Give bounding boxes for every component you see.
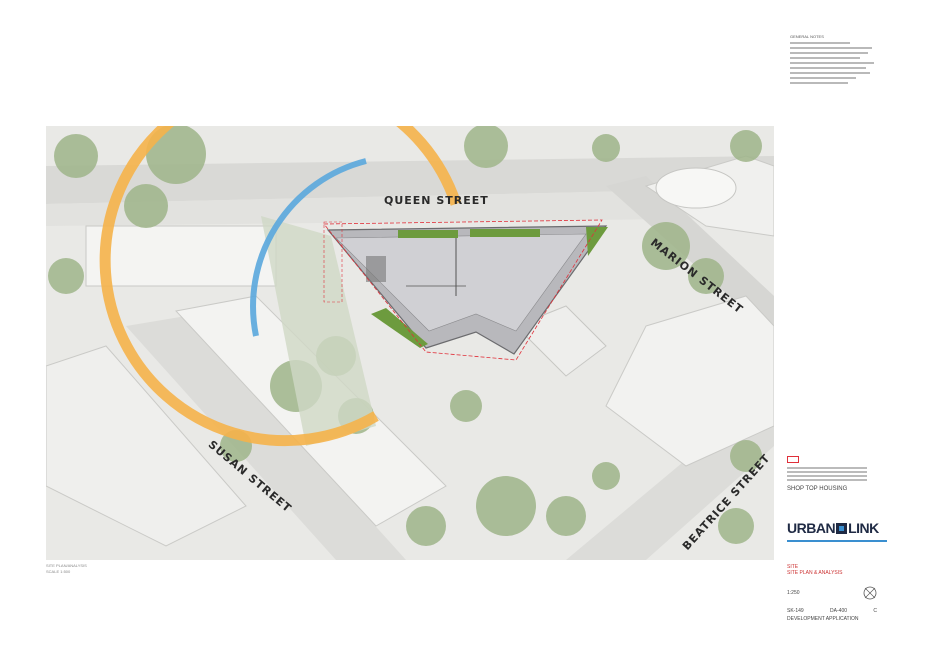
drawing-title: SITE SITE PLAN & ANALYSIS (787, 564, 843, 576)
project-name: SHOP TOP HOUSING (787, 486, 848, 492)
site-plan-drawing (46, 126, 774, 560)
project-number: SK-149 (787, 608, 804, 614)
drawing-number: DA-400 (830, 608, 847, 614)
title-block: SHOP TOP HOUSING URBAN LINK SITE SITE PLA… (787, 456, 887, 646)
scale-value: 1:250 (787, 590, 800, 596)
logo-mark-icon (836, 523, 848, 534)
logo-text-left: URBAN (787, 520, 836, 536)
map-caption: SITE PLAN/ANALYSIS SCALE 1:500 (46, 563, 87, 575)
drawing-title-1: SITE (787, 564, 799, 570)
map-caption-scale: SCALE 1:500 (46, 569, 71, 574)
site-plan-aerial: QUEEN STREET MARION STREET SUSAN STREET … (46, 126, 774, 560)
status-text: DEVELOPMENT APPLICATION (787, 616, 859, 622)
logo-text-right: LINK (848, 520, 879, 536)
notes-heading: GENERAL NOTES (790, 34, 824, 39)
revision: C (873, 608, 877, 614)
urban-link-logo: URBAN LINK (787, 520, 879, 536)
street-label-queen: QUEEN STREET (384, 194, 489, 207)
north-arrow-icon (863, 586, 877, 600)
map-caption-title: SITE PLAN/ANALYSIS (46, 563, 87, 568)
drawing-title-2: SITE PLAN & ANALYSIS (787, 570, 843, 576)
general-notes: GENERAL NOTES (790, 34, 890, 96)
